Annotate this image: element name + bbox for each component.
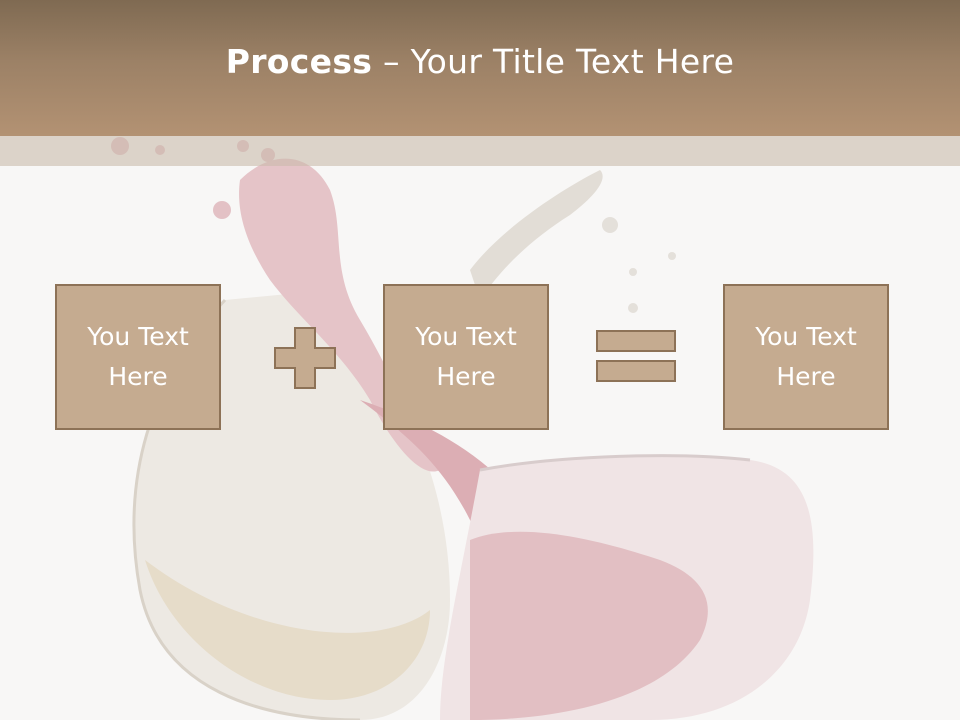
process-box-3-label: You Text Here bbox=[755, 322, 857, 391]
process-box-1-label: You Text Here bbox=[87, 322, 189, 391]
process-box-1[interactable]: You Text Here bbox=[55, 284, 221, 430]
title-underline-strip bbox=[0, 136, 960, 166]
process-box-3[interactable]: You Text Here bbox=[723, 284, 889, 430]
title-rest: – Your Title Text Here bbox=[372, 41, 735, 81]
title-bold: Process bbox=[225, 41, 373, 81]
equals-icon bbox=[596, 330, 676, 382]
process-box-2-label: You Text Here bbox=[415, 322, 517, 391]
slide-title: Process – Your Title Text Here bbox=[226, 42, 735, 81]
title-bar: Process – Your Title Text Here bbox=[0, 0, 960, 136]
plus-icon bbox=[274, 327, 336, 389]
process-box-2[interactable]: You Text Here bbox=[383, 284, 549, 430]
